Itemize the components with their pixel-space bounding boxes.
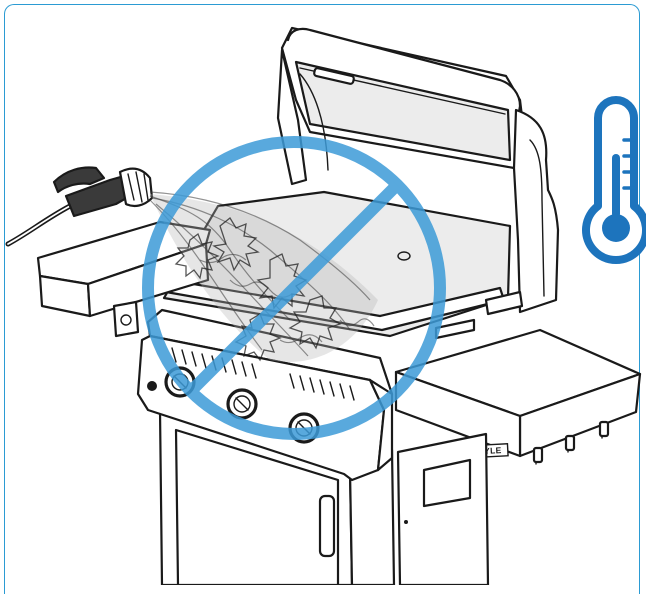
water-hose-icon — [5, 166, 154, 247]
grill-lid — [276, 26, 560, 314]
grill-cart — [158, 408, 490, 585]
figure-frame — [4, 4, 640, 594]
prohibition-icon — [142, 136, 446, 440]
thermometer-icon — [582, 96, 646, 264]
ignition-button — [147, 381, 157, 391]
cart-door-handle — [318, 494, 336, 558]
right-side-shelf: FREESTYLE — [394, 328, 642, 465]
